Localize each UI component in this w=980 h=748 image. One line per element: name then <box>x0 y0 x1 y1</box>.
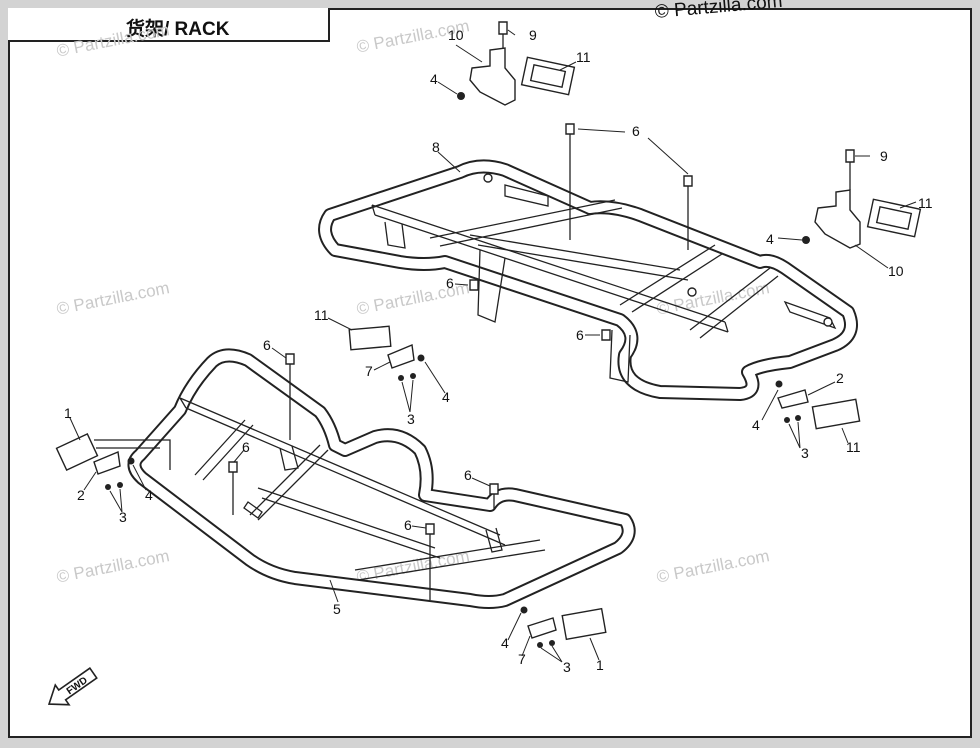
diagram-frame <box>8 8 972 738</box>
callout-10: 10 <box>448 27 464 43</box>
left-reflector-group <box>55 433 171 490</box>
callout-4: 4 <box>766 231 774 247</box>
callout-9: 9 <box>529 27 537 43</box>
callout-3: 3 <box>563 659 571 675</box>
callout-7: 7 <box>518 651 526 667</box>
callout-5: 5 <box>333 601 341 617</box>
callout-labels: 9 10 11 4 6 8 9 11 4 10 6 6 11 6 7 4 3 2… <box>64 27 933 675</box>
callout-4: 4 <box>501 635 509 651</box>
callout-6: 6 <box>263 337 271 353</box>
fwd-arrow: FWD <box>47 667 98 706</box>
rear-rack <box>318 159 858 401</box>
callout-8: 8 <box>432 139 440 155</box>
diagram-title: 货架/ RACK <box>126 19 230 40</box>
right-bracket-group <box>802 149 922 249</box>
mid-reflector-group <box>348 325 425 381</box>
callout-4: 4 <box>145 487 153 503</box>
callout-11: 11 <box>918 195 933 211</box>
callout-2: 2 <box>77 487 85 503</box>
callout-1: 1 <box>596 657 604 673</box>
callout-11: 11 <box>314 307 329 323</box>
callout-4: 4 <box>752 417 760 433</box>
title-box: 货架/ RACK <box>8 8 330 42</box>
callout-6: 6 <box>242 439 250 455</box>
callout-4: 4 <box>442 389 450 405</box>
callout-3: 3 <box>407 411 415 427</box>
callout-2: 2 <box>836 370 844 386</box>
callout-11: 11 <box>576 49 591 65</box>
callout-11: 11 <box>846 439 861 455</box>
callout-6: 6 <box>446 275 454 291</box>
callout-6: 6 <box>576 327 584 343</box>
callout-1: 1 <box>64 405 72 421</box>
bolts <box>228 123 693 600</box>
upper-bracket-group <box>457 21 576 106</box>
leader-lines <box>69 29 917 663</box>
callout-6: 6 <box>632 123 640 139</box>
callout-3: 3 <box>119 509 127 525</box>
front-rack <box>127 348 636 609</box>
callout-6: 6 <box>464 467 472 483</box>
callout-3: 3 <box>801 445 809 461</box>
callout-4: 4 <box>430 71 438 87</box>
bottom-reflector-group <box>520 606 607 648</box>
callout-10: 10 <box>888 263 904 279</box>
right-reflector-group <box>775 380 861 430</box>
callout-7: 7 <box>365 363 373 379</box>
callout-6: 6 <box>404 517 412 533</box>
callout-9: 9 <box>880 148 888 164</box>
